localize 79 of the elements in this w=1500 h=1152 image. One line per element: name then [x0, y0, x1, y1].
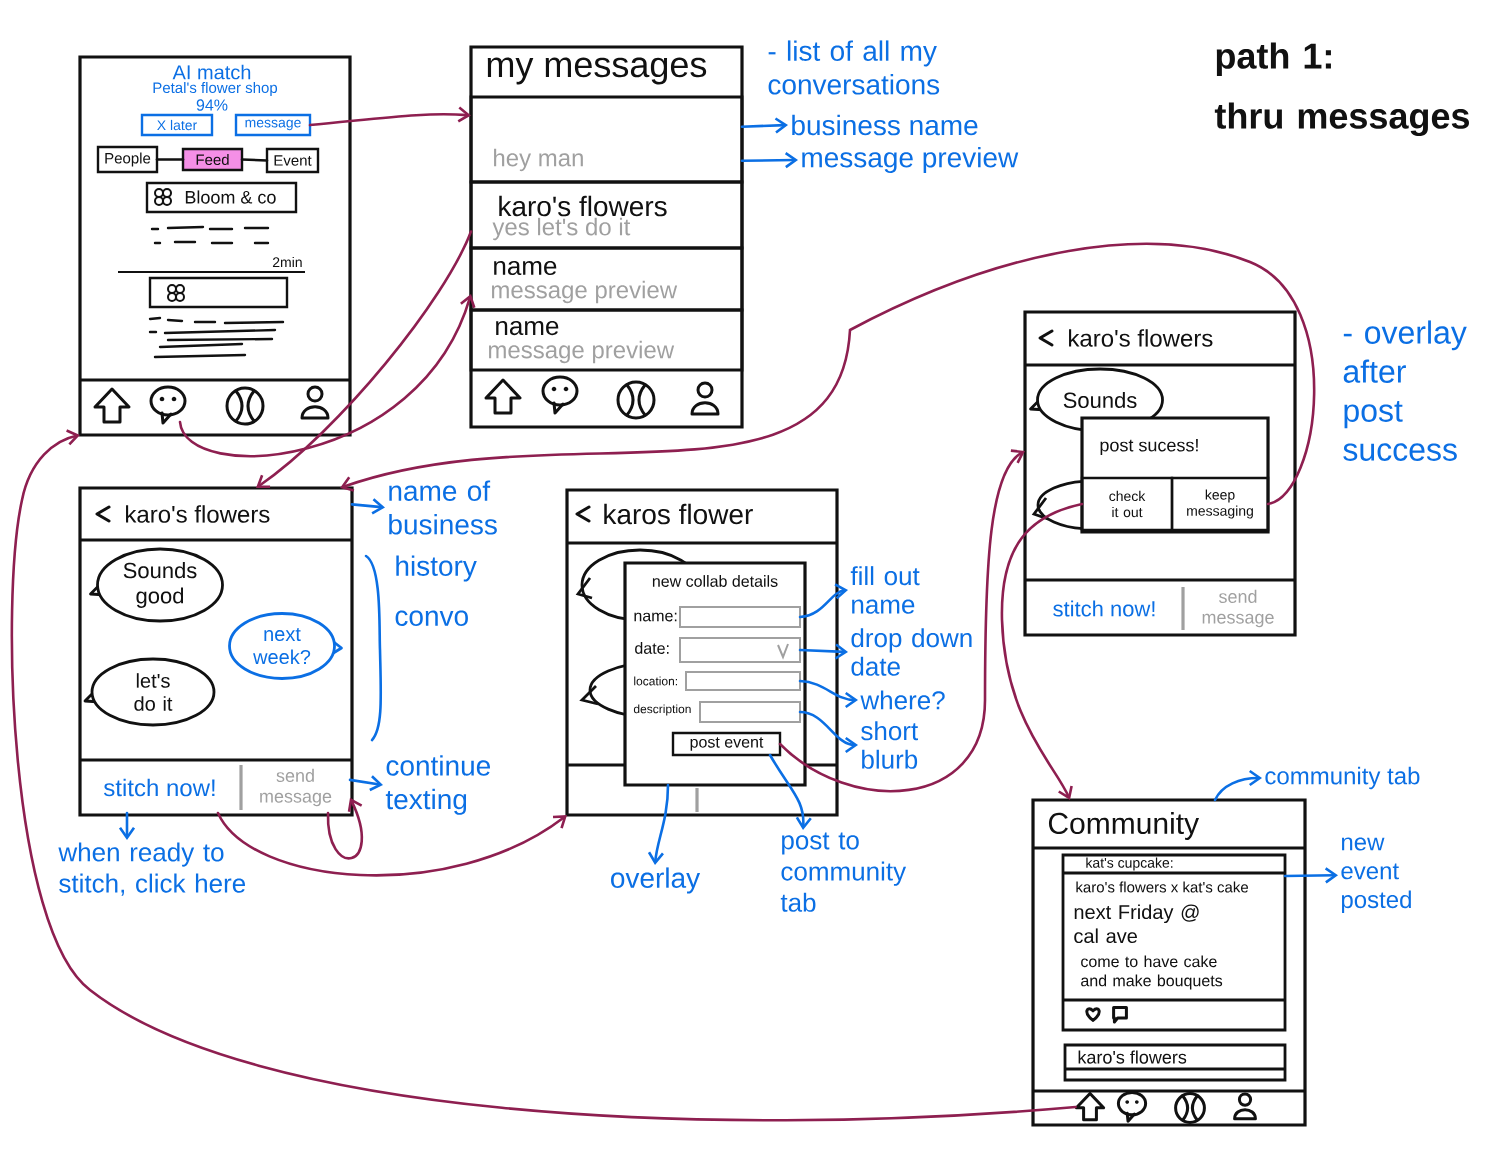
annotation-text: - overlay after post success: [1343, 320, 1467, 461]
button: keep messaging: [1170, 476, 1270, 532]
flow-arrow: [1000, 502, 1084, 800]
annotation-text: short blurb: [861, 721, 918, 769]
field-label: date:: [635, 642, 669, 654]
leader-arrow: [798, 583, 848, 619]
screen-title: karo's flowers: [1069, 329, 1213, 347]
post-header: [148, 276, 289, 309]
leader-arrow: [1283, 867, 1338, 884]
home-icon: [1074, 1091, 1106, 1122]
annotation-text: when ready to stitch, click here: [58, 842, 246, 896]
button: check it out: [1080, 476, 1174, 532]
annotation-text: post to community tab: [780, 832, 907, 912]
flow-arrow: [256, 230, 473, 489]
button: X later: [140, 113, 214, 137]
timestamp: 2min: [272, 256, 302, 268]
chat-bubble: let's do it: [83, 657, 216, 727]
annotation-text: community tab: [1265, 766, 1420, 790]
card-title: kat's cupcake:: [1086, 857, 1173, 871]
message-input: send message: [1181, 587, 1274, 630]
flow-arrow: [10, 429, 1077, 1122]
button: post event: [671, 731, 782, 757]
leader-arrow: [350, 498, 385, 515]
annotation-text: name of business: [389, 480, 497, 535]
leader-arrow: [798, 643, 848, 660]
annotation-text: overlay: [611, 867, 701, 894]
message-row: hey man: [469, 95, 744, 184]
leader-arrow: [118, 811, 136, 840]
annotation-text: business name: [792, 114, 978, 136]
post-text: karo's flowers x kat's cake: [1076, 881, 1248, 893]
match-label: AI match: [172, 64, 251, 80]
connector-line: [240, 158, 269, 162]
screen-title: karo's flowers: [126, 505, 270, 523]
flow-arrow: [778, 449, 1025, 793]
flow-arrow: [216, 811, 567, 877]
tab: Event: [265, 147, 320, 174]
connector-line: [155, 158, 185, 161]
flow-arrow: [326, 797, 363, 860]
leader-arrow: [740, 152, 798, 169]
shop-name: Petal's flower shop: [153, 82, 278, 96]
annotation-text: where?: [860, 690, 945, 710]
screen-title: karos flower: [604, 503, 753, 525]
title: path 1: thru messages: [1214, 42, 1469, 137]
card-title: karo's flowers: [1078, 1050, 1187, 1064]
tab: People: [96, 145, 159, 174]
field-label: location:: [634, 676, 677, 686]
leader-arrow: [647, 783, 670, 865]
leader-arrow: [1213, 769, 1262, 802]
screen-title: Community: [1048, 812, 1199, 840]
message-row: name message preview: [469, 308, 744, 372]
leader-arrow: [740, 117, 788, 134]
chat-bubble: Sounds good: [89, 547, 224, 623]
match-score: 94%: [196, 99, 228, 111]
annotation-text: history convo: [395, 555, 477, 626]
tab: Feed: [181, 147, 244, 172]
action-link: stitch now!: [1053, 600, 1155, 617]
annotation-text: new event posted: [1341, 837, 1411, 913]
leader-arrow: [798, 679, 858, 709]
chat-icon: [149, 385, 187, 425]
screen-title: my messages: [487, 57, 707, 85]
post-header: Bloom & co: [145, 181, 298, 214]
post-text: come to have cake and make bouquets: [1081, 955, 1223, 990]
flow-arrow: [340, 242, 1316, 506]
annotation-text: continue texting: [385, 755, 490, 815]
message-input: send message: [239, 765, 332, 810]
flow-arrow: [178, 294, 476, 458]
leader-arrow: [798, 710, 858, 754]
message-row: karo's flowers yes let's do it: [469, 180, 744, 250]
field-label: description: [633, 704, 691, 716]
button: message: [234, 113, 312, 137]
chat-bubble: next week?: [228, 612, 343, 680]
action-link: stitch now!: [103, 778, 215, 797]
leader-arrow: [348, 775, 383, 792]
flow-arrow: [308, 106, 471, 127]
field-label: name:: [634, 612, 677, 622]
leader-arrow: [768, 753, 812, 830]
post-text: next Friday @ cal ave: [1074, 904, 1199, 944]
message-row: name message preview: [469, 246, 744, 312]
annotation-text: message preview: [802, 146, 1019, 174]
